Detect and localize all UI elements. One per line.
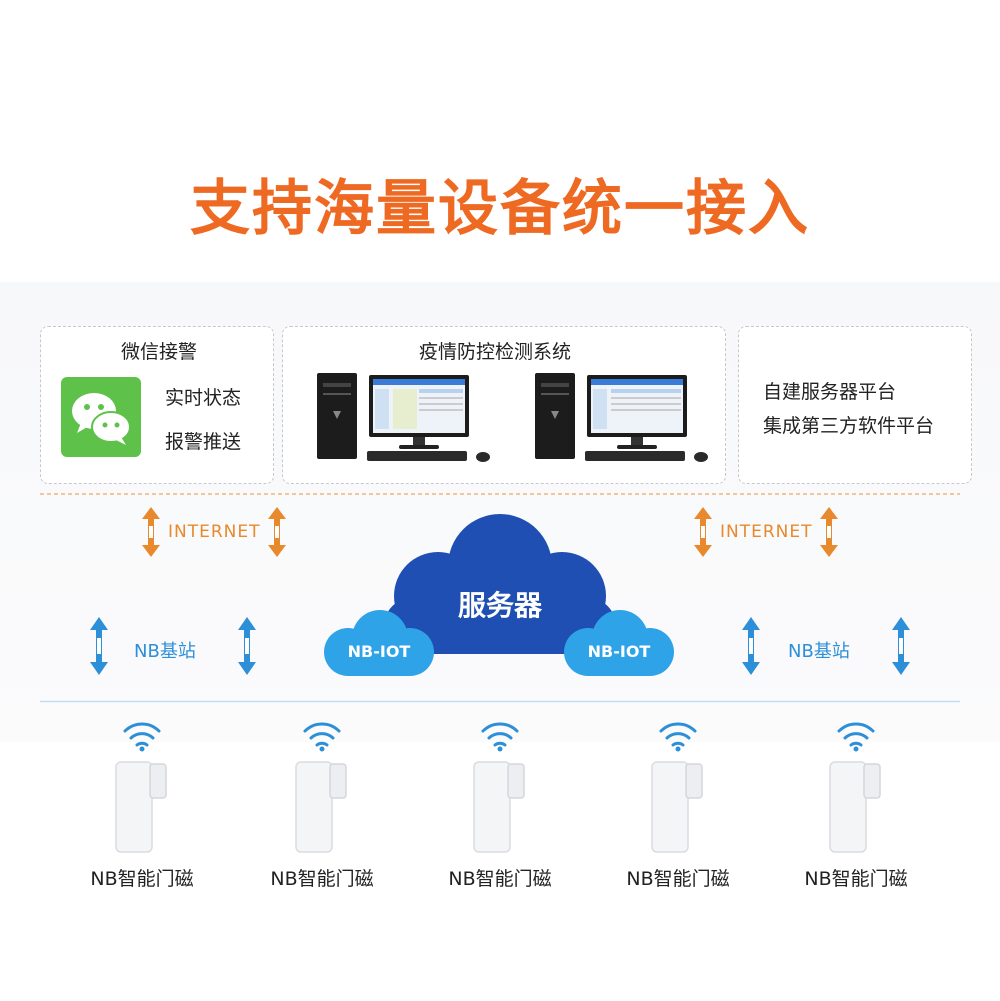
internet-arrow-icon bbox=[820, 507, 838, 557]
nb-base-station-arrow-icon bbox=[238, 617, 256, 675]
wechat-alert-title: 微信接警 bbox=[121, 341, 198, 363]
wifi-signal-icon bbox=[123, 722, 161, 752]
nb-base-station-label-left: NB基站 bbox=[134, 641, 196, 662]
nb-iot-cloud-icon bbox=[564, 610, 674, 676]
wifi-signal-icon bbox=[659, 722, 697, 752]
internet-label-right: INTERNET bbox=[720, 522, 813, 542]
nb-iot-label-right: NB-IOT bbox=[587, 642, 651, 661]
nb-base-station-arrow-icon bbox=[892, 617, 910, 675]
door-sensor-icon bbox=[829, 761, 881, 853]
nb-base-station-arrow-icon bbox=[90, 617, 108, 675]
wifi-signal-icon bbox=[837, 722, 875, 752]
device-label: NB智能门磁 bbox=[804, 868, 908, 890]
server-cloud-icon bbox=[384, 514, 616, 654]
internet-arrow-icon bbox=[694, 507, 712, 557]
server-label: 服务器 bbox=[457, 589, 542, 622]
device-item: NB智能门磁 bbox=[242, 718, 402, 898]
page-title: 支持海量设备统一接入 bbox=[190, 174, 810, 244]
wechat-alert-panel: 微信接警 实时状态 报警推送 bbox=[40, 326, 274, 484]
internet-arrow-icon bbox=[142, 507, 160, 557]
device-item: NB智能门磁 bbox=[598, 718, 758, 898]
internet-divider-line bbox=[40, 493, 960, 495]
platform-panel: 自建服务器平台 集成第三方软件平台 bbox=[738, 326, 972, 484]
monitoring-system-title: 疫情防控检测系统 bbox=[419, 341, 572, 363]
nb-base-station-label-right: NB基站 bbox=[788, 641, 850, 662]
nb-base-station-arrow-icon bbox=[742, 617, 760, 675]
door-sensor-icon bbox=[115, 761, 167, 853]
door-sensor-icon bbox=[295, 761, 347, 853]
monitoring-system-panel: 疫情防控检测系统 bbox=[282, 326, 726, 484]
internet-arrow-icon bbox=[268, 507, 286, 557]
wechat-line-push: 报警推送 bbox=[165, 431, 242, 453]
desktop-computer-icon bbox=[535, 373, 708, 462]
device-label: NB智能门磁 bbox=[90, 868, 194, 890]
device-label: NB智能门磁 bbox=[626, 868, 730, 890]
device-item: NB智能门磁 bbox=[420, 718, 580, 898]
wechat-icon bbox=[61, 377, 141, 457]
device-item: NB智能门磁 bbox=[776, 718, 936, 898]
device-divider-line bbox=[40, 700, 960, 703]
door-sensor-icon bbox=[651, 761, 703, 853]
nb-iot-cloud-icon bbox=[324, 610, 434, 676]
device-item: NB智能门磁 bbox=[62, 718, 222, 898]
device-label: NB智能门磁 bbox=[448, 868, 552, 890]
wechat-line-status: 实时状态 bbox=[165, 387, 242, 409]
desktop-computer-icon bbox=[317, 373, 490, 462]
platform-line-self-built: 自建服务器平台 bbox=[763, 381, 897, 403]
nb-iot-label-left: NB-IOT bbox=[347, 642, 411, 661]
wifi-signal-icon bbox=[481, 722, 519, 752]
wifi-signal-icon bbox=[303, 722, 341, 752]
internet-label-left: INTERNET bbox=[168, 522, 261, 542]
device-label: NB智能门磁 bbox=[270, 868, 374, 890]
platform-line-third-party: 集成第三方软件平台 bbox=[763, 415, 935, 437]
door-sensor-icon bbox=[473, 761, 525, 853]
